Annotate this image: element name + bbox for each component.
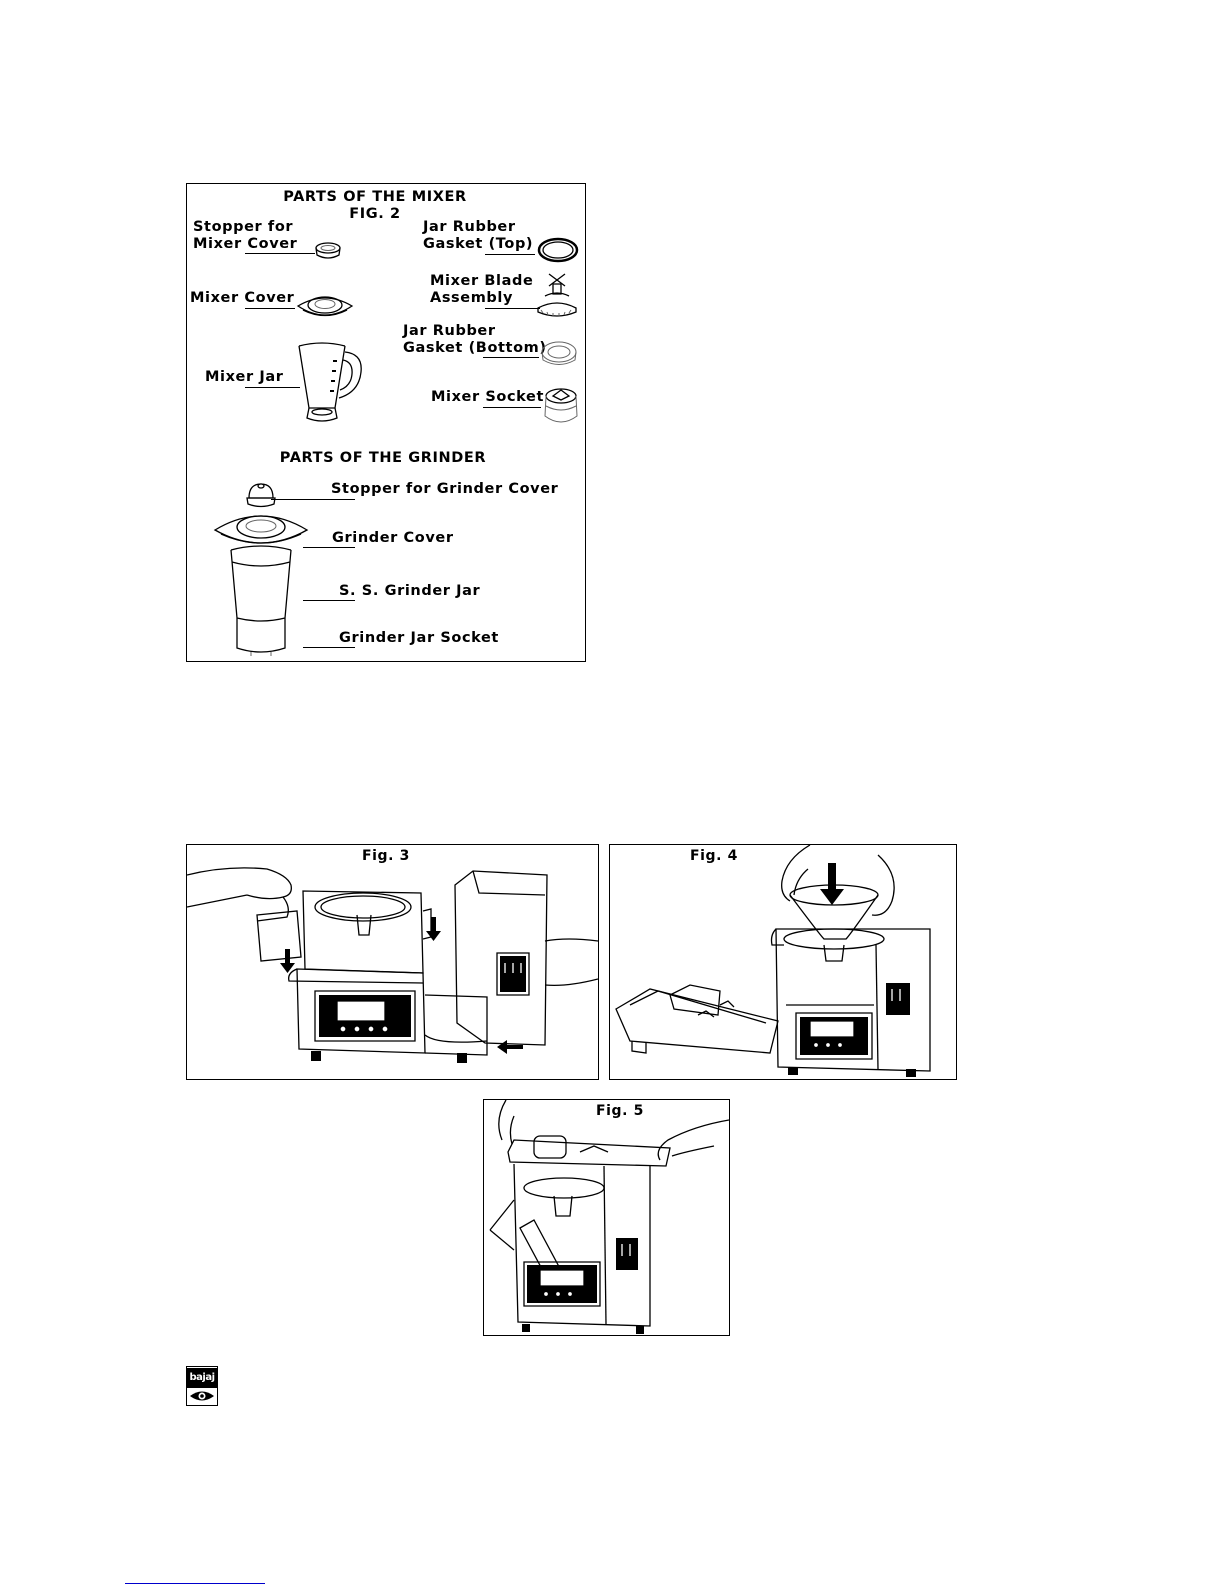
- grinder-parts-title: PARTS OF THE GRINDER: [187, 450, 579, 466]
- label-blade-assembly: Mixer Blade Assembly: [430, 273, 533, 307]
- blade-assembly-drawing: [535, 270, 580, 322]
- label-grinder-jar-socket: Grinder Jar Socket: [339, 630, 499, 647]
- fig5-illustration: Fig. 5: [483, 1099, 730, 1336]
- mixer-cover-drawing: [295, 288, 355, 326]
- label-mixer-cover: Mixer Cover: [190, 290, 294, 307]
- fig3-drawing: [187, 845, 598, 1079]
- label-mixer-jar: Mixer Jar: [205, 369, 284, 386]
- label-grinder-cover: Grinder Cover: [332, 530, 454, 547]
- label-ss-grinder-jar: S. S. Grinder Jar: [339, 583, 480, 600]
- grinder-assembly-drawing: [215, 478, 311, 662]
- footnote-divider: [125, 1583, 265, 1584]
- label-mixer-socket: Mixer Socket: [431, 389, 544, 406]
- fig5-drawing: [484, 1100, 729, 1335]
- label-gasket-bottom: Jar Rubber Gasket (Bottom): [403, 323, 547, 357]
- mixer-jar-drawing: [297, 342, 367, 426]
- gasket-top-drawing: [537, 236, 579, 266]
- gasket-bottom-drawing: [539, 338, 579, 370]
- label-gasket-top: Jar Rubber Gasket (Top): [423, 219, 533, 253]
- mixer-parts-title: PARTS OF THE MIXER: [187, 189, 563, 205]
- fig4-illustration: Fig. 4: [609, 844, 957, 1080]
- fig4-drawing: [610, 845, 956, 1079]
- stopper-mixer-cover-drawing: [313, 240, 343, 264]
- fig2-parts-diagram: PARTS OF THE MIXER FIG. 2 Stopper for Mi…: [186, 183, 586, 662]
- fig3-illustration: Fig. 3: [186, 844, 599, 1080]
- bajaj-logo: bajaj: [186, 1366, 218, 1406]
- bajaj-logo-text: bajaj: [187, 1368, 217, 1388]
- label-stopper-grinder-cover: Stopper for Grinder Cover: [331, 481, 558, 498]
- mixer-socket-drawing: [541, 386, 581, 428]
- label-stopper-mixer-cover: Stopper for Mixer Cover: [193, 219, 297, 253]
- eye-icon: [189, 1389, 215, 1403]
